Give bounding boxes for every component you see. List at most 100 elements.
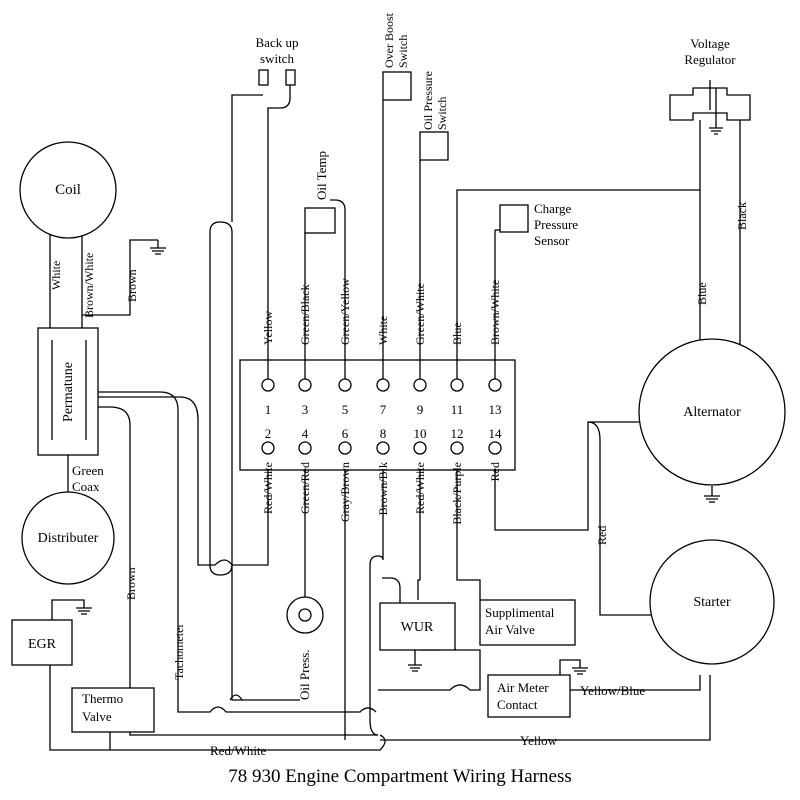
- wire-red-14: [494, 421, 640, 531]
- wires: [49, 82, 741, 751]
- pin-11: [450, 378, 464, 392]
- backup-switch-right: [285, 69, 296, 86]
- air-meter-ground: [559, 659, 588, 675]
- regulator-label-2: Regulator: [684, 52, 736, 67]
- label-starter-red: Red: [595, 526, 609, 545]
- oil-press-label: Oil Press.: [297, 649, 312, 700]
- wire-yellow-1: [267, 82, 291, 360]
- wire-labels: White Brown/White Brown Green Coax Brown…: [49, 202, 749, 758]
- label-yellow-blue: Yellow/Blue: [580, 683, 645, 698]
- brown-ground-symbol: [150, 240, 166, 255]
- wire-label-pin-5: Green/Yellow: [338, 278, 352, 345]
- pin-number-4: 4: [302, 426, 309, 441]
- label-coil-white: White: [49, 261, 63, 290]
- wur: [379, 602, 456, 651]
- wire-harness-2: [209, 221, 300, 701]
- charge-label-3: Sensor: [534, 233, 570, 248]
- label-egr-brown: Brown: [124, 567, 138, 600]
- wire-starter-red: [587, 421, 655, 616]
- pin-number-13: 13: [489, 402, 502, 417]
- oil-temp-label: Oil Temp: [314, 151, 329, 200]
- pin-1: [261, 378, 275, 392]
- wire-label-pin-3: Green/Black: [298, 284, 312, 345]
- pin-14: [488, 441, 502, 455]
- permatune-label: Permatune: [61, 362, 76, 422]
- distributer: [21, 491, 115, 585]
- oil-press-sender-center: [298, 608, 312, 622]
- coil: [19, 141, 117, 239]
- oil-pressure-label-1: Oil Pressure: [421, 71, 435, 130]
- pin-number-3: 3: [302, 402, 309, 417]
- wire-label-pin-13: Brown/White: [488, 280, 502, 345]
- supplimental-air-valve: [479, 599, 576, 646]
- oil-pressure-label-2: Switch: [435, 97, 449, 130]
- label-green-coax-2: Coax: [72, 479, 100, 494]
- label-coil-brown-white: Brown/White: [82, 253, 96, 318]
- pin-number-1: 1: [265, 402, 272, 417]
- pin-12: [450, 441, 464, 455]
- wire-yellow-blue: [570, 675, 701, 691]
- air-valve-label-2: Air Valve: [485, 622, 535, 637]
- label-bottom-yellow: Yellow: [520, 733, 558, 748]
- wire-wur-to-air: [378, 644, 481, 691]
- charge-label-2: Pressure: [534, 217, 578, 232]
- starter-label: Starter: [693, 595, 731, 610]
- regulator-label-1: Voltage: [690, 36, 730, 51]
- backup-switch-label-2: switch: [260, 51, 294, 66]
- charge-label-1: Charge: [534, 201, 572, 216]
- wire-black-purple-12: [456, 448, 481, 600]
- over-boost-label-1: Over Boost: [382, 12, 396, 68]
- pin-number-10: 10: [414, 426, 427, 441]
- thermo-valve: [71, 687, 155, 733]
- pin-number-14: 14: [489, 426, 503, 441]
- pin-2: [261, 441, 275, 455]
- oil-temp-sender: [304, 207, 336, 234]
- pin-5: [338, 378, 352, 392]
- wire-brown-blk-8: [369, 448, 384, 736]
- wire-label-pin-6: Gray/Brown: [338, 462, 352, 522]
- wire-label-pin-9: Green/White: [413, 283, 427, 345]
- wire-green-yellow-5: [330, 199, 346, 230]
- wur-ground: [408, 650, 422, 672]
- wire-label-pin-1: Yellow: [261, 311, 275, 345]
- wire-label-pin-7: White: [376, 316, 390, 345]
- wire-yellow-bottom: [380, 675, 711, 741]
- wire-backup-switch: [231, 94, 263, 222]
- label-alt-black: Black: [735, 202, 749, 230]
- wire-label-pin-4: Green/Red: [298, 462, 312, 514]
- charge-pressure-sensor: [499, 204, 529, 233]
- wire-tach-bottom: [177, 700, 377, 713]
- pin-7: [376, 378, 390, 392]
- pin-4: [298, 441, 312, 455]
- over-boost-label-2: Switch: [396, 35, 410, 68]
- wire-label-pin-8: Brown/Blk: [376, 462, 390, 515]
- wire-wur-loop: [382, 577, 401, 605]
- pin-number-7: 7: [380, 402, 387, 417]
- pin-9: [413, 378, 427, 392]
- permatune: [37, 327, 99, 456]
- thermo-valve-label-1: Thermo: [82, 691, 123, 706]
- wire-brown-ground: [82, 239, 158, 316]
- alternator: [638, 338, 786, 486]
- thermo-valve-label-2: Valve: [82, 709, 112, 724]
- pin-10: [413, 441, 427, 455]
- pin-3: [298, 378, 312, 392]
- pin-number-9: 9: [417, 402, 424, 417]
- pin-13: [488, 378, 502, 392]
- distributer-label: Distributer: [38, 531, 99, 546]
- wire-label-pin-2: Red/White: [261, 462, 275, 514]
- air-meter-label-2: Contact: [497, 697, 538, 712]
- alternator-label: Alternator: [683, 405, 741, 420]
- alternator-ground: [704, 486, 720, 503]
- pin-number-2: 2: [265, 426, 272, 441]
- wire-crossover-1: [229, 694, 243, 701]
- label-bottom-red-white: Red/White: [210, 743, 267, 758]
- air-meter-label-1: Air Meter: [497, 680, 549, 695]
- air-valve-label-1: Supplimental: [485, 605, 555, 620]
- wire-red-white-10: [417, 448, 421, 600]
- diagram-title: 78 930 Engine Compartment Wiring Harness: [228, 766, 571, 787]
- air-meter-contact: [487, 674, 571, 718]
- wire-harness-3: [209, 232, 233, 576]
